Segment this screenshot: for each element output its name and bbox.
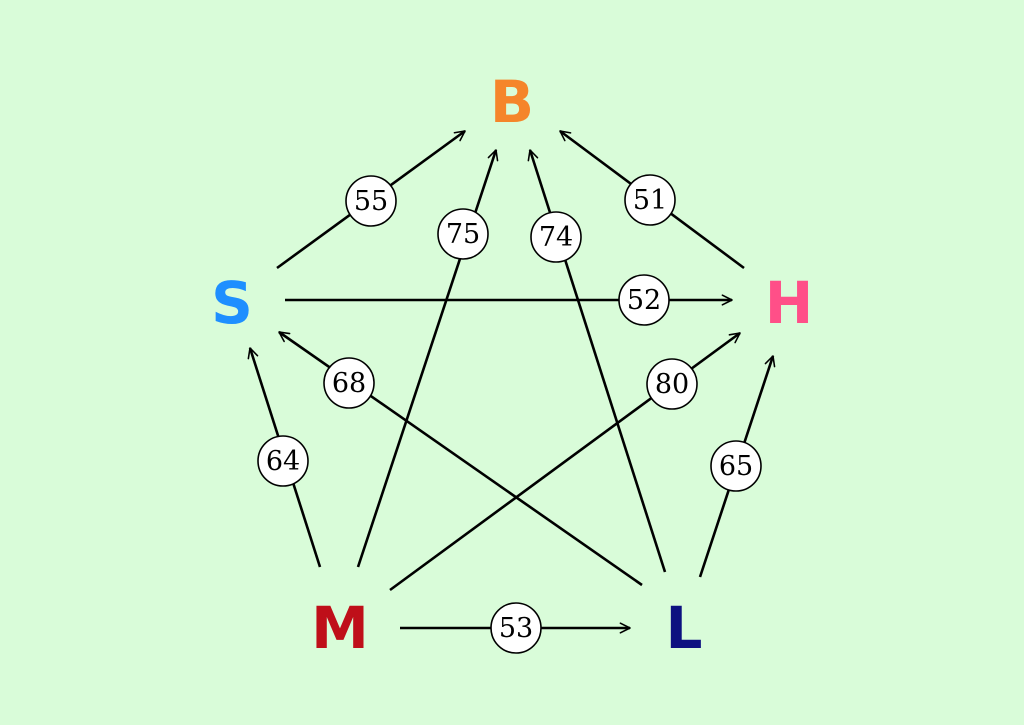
edge-weight-bubble xyxy=(624,174,676,226)
edge-weight-bubble xyxy=(646,358,698,410)
node-l: L xyxy=(666,594,703,662)
edge-weight-bubble xyxy=(618,274,670,326)
edge-s-to-b: 55 xyxy=(276,129,466,270)
edge-weight-bubble xyxy=(257,435,309,487)
edge-m-to-b: 75 xyxy=(356,149,499,568)
edge-weight-label: 74 xyxy=(539,222,573,253)
edge-h-to-b: 51 xyxy=(559,129,745,270)
edge-weight-label: 53 xyxy=(499,613,533,644)
edge-weight-label: 65 xyxy=(719,451,753,482)
edge-m-to-h: 80 xyxy=(389,331,741,592)
edge-s-to-h: 52 xyxy=(285,274,733,326)
edge-l-to-b: 74 xyxy=(527,149,667,573)
edge-weight-label: 68 xyxy=(332,368,366,399)
edge-weight-label: 51 xyxy=(633,185,667,216)
edge-weight-bubble xyxy=(345,175,397,227)
edge-weight-label: 80 xyxy=(655,369,689,400)
node-h: H xyxy=(765,269,814,337)
node-m: M xyxy=(311,594,369,662)
node-s: S xyxy=(211,269,253,337)
edge-m-to-l: 53 xyxy=(400,602,631,654)
node-b: B xyxy=(490,68,534,136)
nodes-layer: B S H M L xyxy=(211,68,813,662)
edge-weight-label: 52 xyxy=(627,285,661,316)
edge-weight-bubble xyxy=(323,357,375,409)
edge-l-to-s: 68 xyxy=(278,330,643,587)
edge-weight-bubble xyxy=(710,440,762,492)
edge-weight-label: 64 xyxy=(266,446,300,477)
edge-weight-label: 55 xyxy=(354,186,388,217)
edge-weight-bubble xyxy=(490,602,542,654)
edge-l-to-h: 65 xyxy=(698,355,776,578)
edge-weight-bubble xyxy=(437,208,489,260)
edge-weight-label: 75 xyxy=(446,219,480,250)
edge-weight-bubble xyxy=(530,211,582,263)
edge-m-to-s: 64 xyxy=(247,347,322,568)
edges-layer: 55 75 74 51 52 68 80 64 65 53 xyxy=(247,129,776,654)
